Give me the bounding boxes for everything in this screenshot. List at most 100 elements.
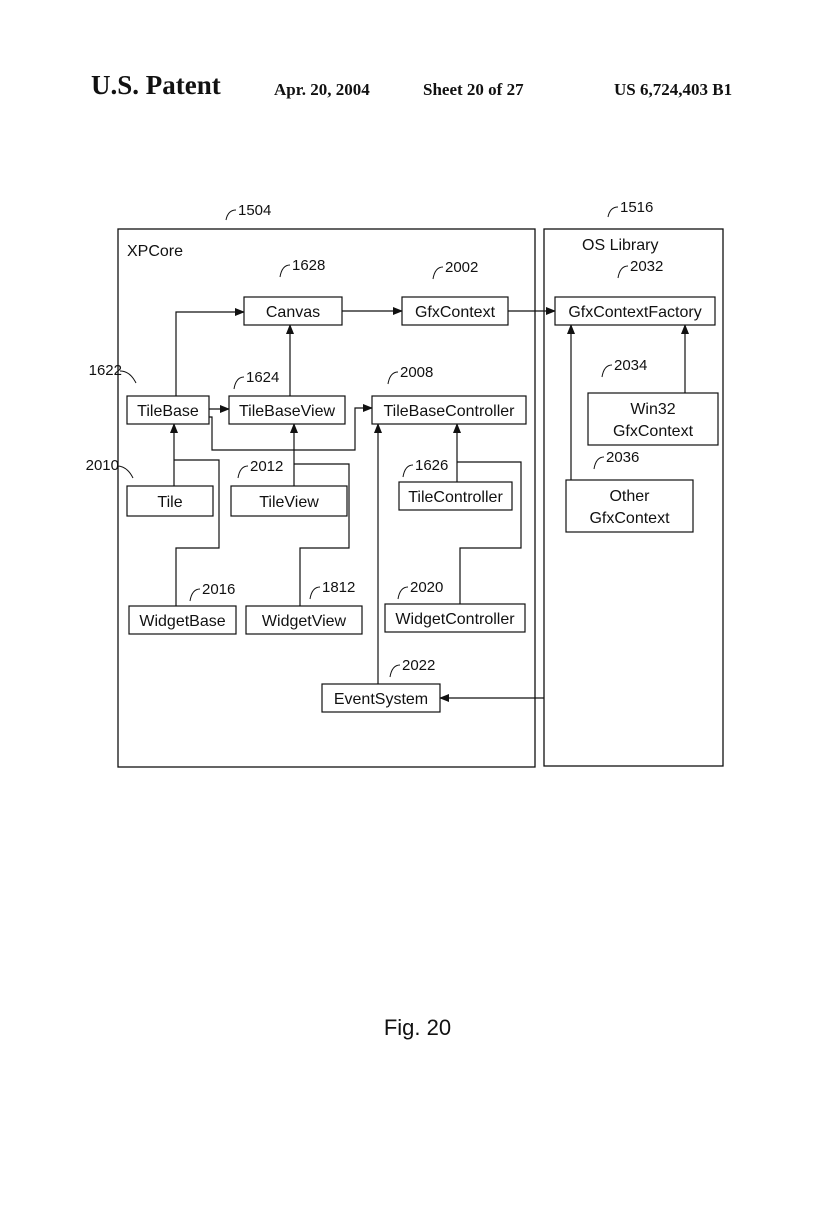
box-widgetbase-ref-leader — [189, 588, 201, 602]
box-gfxfactory-label: GfxContextFactory — [568, 304, 701, 321]
box-tilecontroller-label: TileController — [408, 489, 503, 506]
figure-label: Fig. 20 — [383, 1015, 452, 1040]
box-tile-ref-text: 2010 — [86, 457, 119, 474]
conn-tilebase-to-canvas — [175, 308, 245, 396]
box-tilebasecontroller: TileBaseController — [371, 395, 527, 425]
box-othergfx-label-line1: Other — [609, 488, 650, 505]
box-tilecontroller: TileController — [398, 481, 513, 511]
conn-widgetbase-to-tilebase — [174, 459, 220, 606]
box-win32-border — [587, 392, 719, 446]
box-widgetcontroller-ref-leader — [397, 586, 409, 600]
box-eventsystem-ref-leader — [389, 664, 401, 678]
box-widgetview-ref-text: 1812 — [322, 579, 355, 596]
container-xpcore-ref-leader — [225, 209, 237, 221]
box-widgetbase-border — [128, 605, 237, 635]
box-gfxfactory-ref-text: 2032 — [630, 258, 663, 275]
box-tile-border — [126, 485, 214, 517]
box-canvas-ref-text: 1628 — [292, 257, 325, 274]
header-patent-label: U.S. Patent — [91, 70, 221, 100]
box-gfxfactory: GfxContextFactory — [554, 296, 716, 326]
box-widgetbase-ref-text: 2016 — [202, 581, 235, 598]
box-tilebasecontroller-ref-text: 2008 — [400, 364, 433, 381]
box-win32-label-line2: GfxContext — [613, 423, 694, 440]
box-eventsystem-label: EventSystem — [334, 691, 428, 708]
box-tilecontroller-ref-text: 1626 — [415, 457, 448, 474]
box-gfxfactory-ref: 2032 — [617, 258, 663, 279]
box-tilebase: TileBase — [126, 395, 210, 425]
box-tile: Tile — [126, 485, 214, 517]
box-tileview-ref-text: 2012 — [250, 458, 283, 475]
box-gfxfactory-ref-leader — [617, 265, 629, 279]
box-widgetview-ref-leader — [309, 586, 321, 600]
box-canvas: Canvas — [243, 296, 343, 326]
box-tilebase-ref-leader — [119, 370, 137, 384]
container-xpcore-ref-text: 1504 — [238, 202, 271, 219]
box-tilebase-border — [126, 395, 210, 425]
box-widgetbase-label: WidgetBase — [139, 613, 225, 630]
box-tile-ref: 2010 — [86, 457, 134, 479]
box-win32-ref-leader — [601, 364, 613, 378]
box-othergfx-ref-leader — [593, 456, 605, 470]
container-xpcore-ref: 1504 — [225, 202, 271, 221]
box-othergfx-label-line2: GfxContext — [589, 510, 670, 527]
box-widgetview-label: WidgetView — [262, 613, 347, 630]
box-win32-ref: 2034 — [601, 357, 647, 378]
box-tileview-ref-leader — [237, 465, 249, 479]
box-tileview: TileView — [230, 485, 348, 517]
container-oslib: OS Library — [543, 228, 724, 767]
header-date: Apr. 20, 2004 — [274, 80, 370, 99]
box-eventsystem-border — [321, 683, 441, 713]
box-tilecontroller-border — [398, 481, 513, 511]
box-eventsystem: EventSystem — [321, 683, 441, 713]
box-eventsystem-ref-text: 2022 — [402, 657, 435, 674]
box-win32-label-line1: Win32 — [630, 401, 675, 418]
box-tilebasecontroller-label: TileBaseController — [383, 403, 515, 420]
box-widgetcontroller: WidgetController — [384, 603, 526, 633]
box-tilebase-ref: 1622 — [89, 362, 137, 384]
box-tilebaseview-ref-text: 1624 — [246, 369, 279, 386]
box-tilebase-ref-text: 1622 — [89, 362, 122, 379]
box-widgetbase: WidgetBase — [128, 605, 237, 635]
box-canvas-label: Canvas — [266, 304, 320, 321]
container-oslib-border — [543, 228, 724, 767]
box-tile-label: Tile — [157, 494, 182, 511]
box-tilebaseview-ref-leader — [233, 376, 245, 390]
box-gfxcontext-ref-leader — [432, 266, 444, 280]
container-oslib-ref-text: 1516 — [620, 199, 653, 216]
container-xpcore-title: XPCore — [127, 243, 183, 260]
box-tilecontroller-ref: 1626 — [402, 457, 448, 478]
box-tilebaseview-border — [228, 395, 346, 425]
box-widgetcontroller-label: WidgetController — [395, 611, 515, 628]
box-eventsystem-ref: 2022 — [389, 657, 435, 678]
box-widgetview: WidgetView — [245, 605, 363, 635]
container-oslib-ref-leader — [607, 206, 619, 218]
box-widgetview-ref: 1812 — [309, 579, 355, 600]
box-widgetcontroller-ref-text: 2020 — [410, 579, 443, 596]
box-othergfx-ref: 2036 — [593, 449, 639, 470]
box-widgetbase-ref: 2016 — [189, 581, 235, 602]
box-widgetcontroller-border — [384, 603, 526, 633]
header-patent-number: US 6,724,403 B1 — [614, 80, 733, 99]
box-gfxfactory-border — [554, 296, 716, 326]
box-tilebasecontroller-ref-leader — [387, 371, 399, 385]
box-gfxcontext-label: GfxContext — [415, 304, 496, 321]
box-gfxcontext-border — [401, 296, 509, 326]
box-othergfx-ref-text: 2036 — [606, 449, 639, 466]
box-tile-ref-leader — [116, 465, 134, 479]
box-win32-ref-text: 2034 — [614, 357, 647, 374]
conn-widgetcontroller-to-controller — [457, 461, 522, 604]
container-oslib-ref: 1516 — [607, 199, 653, 218]
box-tilebaseview-ref: 1624 — [233, 369, 279, 390]
box-tilebase-label: TileBase — [137, 403, 199, 420]
box-tilecontroller-ref-leader — [402, 464, 414, 478]
box-gfxcontext: GfxContext — [401, 296, 509, 326]
header-sheet: Sheet 20 of 27 — [423, 80, 524, 99]
box-widgetcontroller-ref: 2020 — [397, 579, 443, 600]
box-canvas-ref: 1628 — [279, 257, 325, 278]
conn-widgetview-to-tilebaseview — [294, 463, 350, 606]
container-xpcore-border — [117, 228, 536, 768]
box-gfxcontext-ref: 2002 — [432, 259, 478, 280]
